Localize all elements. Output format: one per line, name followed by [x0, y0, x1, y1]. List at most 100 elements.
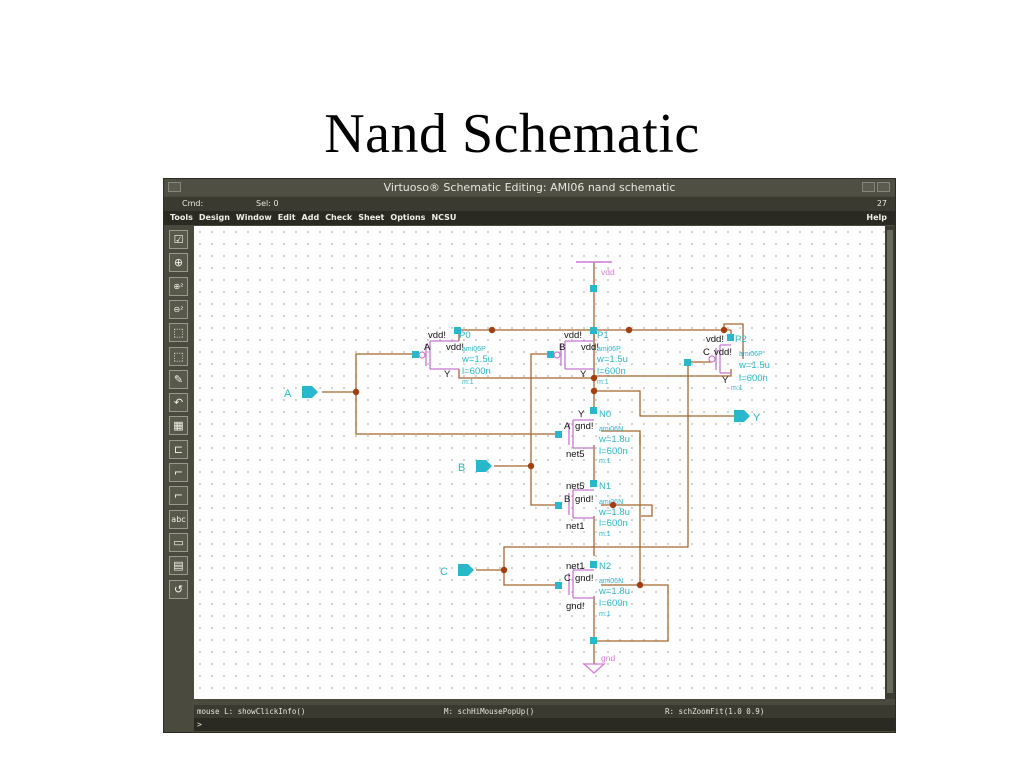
zoom-out-icon[interactable]: ⊖²: [169, 299, 188, 319]
cmd-label: Cmd:: [182, 199, 204, 208]
instance-icon[interactable]: ⊏: [169, 439, 188, 459]
window-menu-button[interactable]: [168, 182, 181, 192]
n1-w: w=1.8u: [598, 507, 630, 518]
pin-icon[interactable]: ▭: [169, 532, 188, 552]
junction-n2-body: [636, 581, 644, 589]
p0-channel: [425, 340, 459, 370]
menu-check[interactable]: Check: [325, 213, 353, 222]
p0-terminal: [454, 327, 461, 334]
wire-narrow-icon[interactable]: ⌐: [169, 463, 188, 482]
hint-left: mouse L: showClickInfo(): [197, 707, 306, 716]
p0-drain: Y: [444, 369, 451, 380]
p2-inst: P2: [735, 334, 747, 345]
p1-channel: [560, 340, 594, 370]
p0-gate: A: [424, 342, 431, 353]
vertical-scrollbar[interactable]: [885, 226, 895, 699]
schematic-canvas[interactable]: A B C Y vdd gnd vdd! P0 A vdd!: [194, 226, 885, 699]
junction-a: [352, 388, 360, 396]
property-icon[interactable]: ▦: [169, 416, 188, 436]
menu-design[interactable]: Design: [198, 213, 230, 222]
p2-model: ami06P: [739, 351, 763, 358]
n1-source: net1: [566, 521, 585, 532]
menu-help[interactable]: Help: [866, 213, 887, 222]
n0-source: net5: [566, 449, 585, 460]
menu-options[interactable]: Options: [390, 213, 426, 222]
n2-model: ami06N: [599, 578, 623, 585]
p0-w: w=1.5u: [461, 354, 493, 365]
mouse-hint-bar: mouse L: showClickInfo() M: schHiMousePo…: [194, 705, 895, 718]
junction-vdd-p2: [625, 326, 633, 334]
pmos-p0[interactable]: vdd! P0 A vdd! ami06P w=1.5u l=600n Y m:…: [412, 327, 493, 386]
command-prompt[interactable]: >: [194, 718, 895, 731]
nmos-n2[interactable]: net1 N2 C gnd! ami06N w=1.8u l=600n gnd!…: [555, 561, 630, 644]
nmos-n1[interactable]: net5 N1 B gnd! ami06N w=1.8u l=600n net1…: [555, 480, 630, 538]
p2-gate-bubble: [708, 355, 716, 363]
p2-gate: C: [703, 347, 710, 358]
scrollbar-thumb[interactable]: [887, 230, 893, 693]
menu-sheet[interactable]: Sheet: [358, 213, 385, 222]
p0-top-label: vdd!: [428, 330, 446, 341]
n0-gate: A: [564, 421, 571, 432]
p2-gate-terminal: [684, 359, 691, 366]
pin-b-label: B: [458, 462, 465, 474]
nmos-n0[interactable]: Y N0 A gnd! ami06N w=1.8u l=600n net5 m:…: [555, 407, 630, 465]
menu-tools[interactable]: Tools: [170, 213, 193, 222]
n1-gate: B: [564, 494, 570, 505]
selection-count: Sel: 0: [256, 199, 279, 208]
n2-m: m:1: [599, 611, 611, 618]
copy-icon[interactable]: ⬚: [169, 346, 188, 366]
menu-add[interactable]: Add: [301, 213, 320, 222]
menu-ncsu[interactable]: NCSU: [431, 213, 457, 222]
junction-y-2: [590, 387, 598, 395]
a-gate-p0: [355, 353, 416, 392]
wire-wide-icon[interactable]: ⌐: [169, 486, 188, 506]
p2-channel: [715, 344, 731, 374]
menu-window[interactable]: Window: [235, 213, 272, 222]
window-titlebar[interactable]: Virtuoso® Schematic Editing: AMI06 nand …: [164, 179, 895, 196]
pins: A B C Y: [284, 386, 761, 578]
delete-icon[interactable]: ✎: [169, 369, 188, 389]
cmd-options-icon[interactable]: ▤: [169, 556, 188, 576]
n2-inst: N2: [599, 561, 611, 572]
n1-l: l=600n: [599, 518, 628, 529]
junction-vdd-p0: [488, 326, 496, 334]
p0-bulk: vdd!: [446, 342, 464, 353]
n0-l: l=600n: [599, 446, 628, 457]
rails: vdd gnd: [576, 261, 615, 674]
pin-b-shape: [476, 460, 492, 472]
p2-m: m:1: [731, 385, 743, 392]
pin-y-shape: [734, 410, 750, 422]
vdd-terminal: [590, 285, 597, 292]
maximize-button[interactable]: [877, 182, 890, 192]
n1-m: m:1: [599, 531, 611, 538]
minimize-button[interactable]: [862, 182, 875, 192]
schematic-drawing: A B C Y vdd gnd vdd! P0 A vdd!: [284, 261, 770, 674]
zoom-in-icon[interactable]: ⊕²: [169, 276, 188, 296]
check-save-icon[interactable]: ☑: [169, 230, 188, 249]
descend-icon[interactable]: ⊕: [169, 253, 188, 273]
pmos-p1[interactable]: vdd! P1 B vdd! ami06P w=1.5u l=600n Y m:…: [547, 285, 628, 386]
b-gate-p1: [530, 353, 554, 466]
label-icon[interactable]: abc: [169, 509, 188, 529]
a-gate-n0: [355, 392, 555, 435]
menu-edit[interactable]: Edit: [277, 213, 296, 222]
pin-c-label: C: [440, 566, 448, 578]
n0-inst: N0: [599, 409, 611, 420]
n0-model: ami06N: [599, 426, 623, 433]
junction-c: [500, 566, 508, 574]
window-title: Virtuoso® Schematic Editing: AMI06 nand …: [383, 181, 676, 194]
p1-inst: P1: [597, 330, 609, 341]
hint-middle: M: schHiMousePopUp(): [444, 707, 535, 716]
stretch-icon[interactable]: ⬚: [169, 323, 188, 343]
n1-drain-terminal: [590, 480, 597, 487]
undo-icon[interactable]: ↶: [169, 393, 188, 413]
p1-model: ami06P: [597, 346, 621, 353]
n1-inst: N1: [599, 481, 611, 492]
pmos-p2[interactable]: vdd! P2 C vdd! ami06P w=1.5u l=600n Y m:…: [684, 334, 770, 392]
n2-gate-terminal: [555, 582, 562, 589]
n2-source-terminal: [590, 637, 597, 644]
n2-source: gnd!: [566, 601, 585, 612]
c-gate-n2: [503, 570, 555, 586]
repeat-icon[interactable]: ↺: [169, 579, 188, 599]
c-gate-p2-up: [503, 361, 712, 570]
